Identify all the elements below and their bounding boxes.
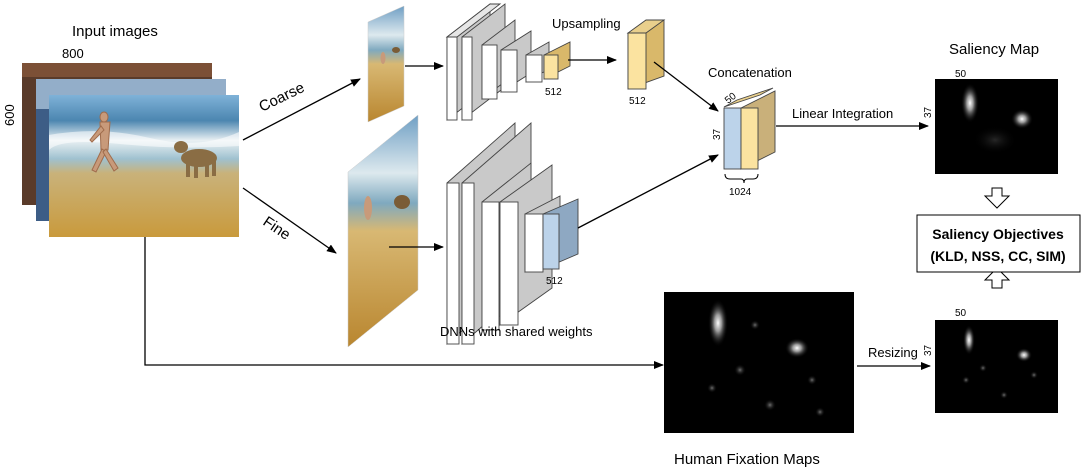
concatenated-feature-map [723, 87, 776, 170]
upsampled-feature-map [626, 19, 666, 90]
coarse-dnn [445, 3, 571, 121]
upsample-to-concat-arrow [653, 61, 719, 112]
predicted-saliency-map [935, 79, 1058, 174]
upsampling-label: Upsampling [552, 16, 621, 31]
coarse-channels-label: 512 [545, 87, 562, 98]
saliency-width-label: 50 [955, 69, 967, 80]
fixation-height-label: 37 [923, 344, 934, 356]
input-image-front [49, 95, 239, 237]
saliency-objectives-box: Saliency Objectives (KLD, NSS, CC, SIM) [916, 214, 1081, 273]
human-fixation-maps-title: Human Fixation Maps [674, 451, 820, 468]
upsampled-channels-label: 512 [629, 96, 646, 107]
coarse-arrow [242, 78, 361, 141]
concat-height-label: 37 [712, 128, 723, 140]
resizing-label: Resizing [868, 345, 918, 360]
concat-brace [724, 173, 759, 184]
input-to-fixation-arrow [144, 237, 664, 369]
objectives-title: Saliency Objectives [932, 226, 1064, 242]
saliency-height-label: 37 [923, 106, 934, 118]
fixation-width-label: 50 [955, 308, 967, 319]
fine-channels-label: 512 [546, 276, 563, 287]
coarse-input-thumbnail [367, 5, 405, 123]
input-images-title: Input images [72, 23, 158, 40]
fine-label: Fine [260, 213, 294, 243]
saliency-map-title: Saliency Map [949, 41, 1039, 58]
resized-fixation-map [935, 320, 1058, 413]
image-width-label: 800 [62, 46, 84, 61]
down-hollow-arrow-icon [983, 187, 1011, 209]
concatenation-label: Concatenation [708, 65, 792, 80]
fine-dnn [446, 122, 579, 345]
image-height-label: 600 [2, 104, 17, 126]
objectives-metrics: (KLD, NSS, CC, SIM) [930, 248, 1065, 264]
fine-arrow [242, 187, 337, 254]
input-images-stack [22, 63, 239, 237]
fine-to-concat-arrow [577, 154, 719, 229]
linear-integration-label: Linear Integration [792, 106, 893, 121]
concat-width-label: 50 [723, 91, 739, 107]
fine-input-thumbnail [347, 114, 419, 348]
up-hollow-arrow-icon [983, 267, 1011, 289]
dnn-caption: DNNs with shared weights [440, 324, 593, 339]
human-fixation-map [664, 292, 854, 433]
concat-channels-label: 1024 [729, 187, 752, 198]
